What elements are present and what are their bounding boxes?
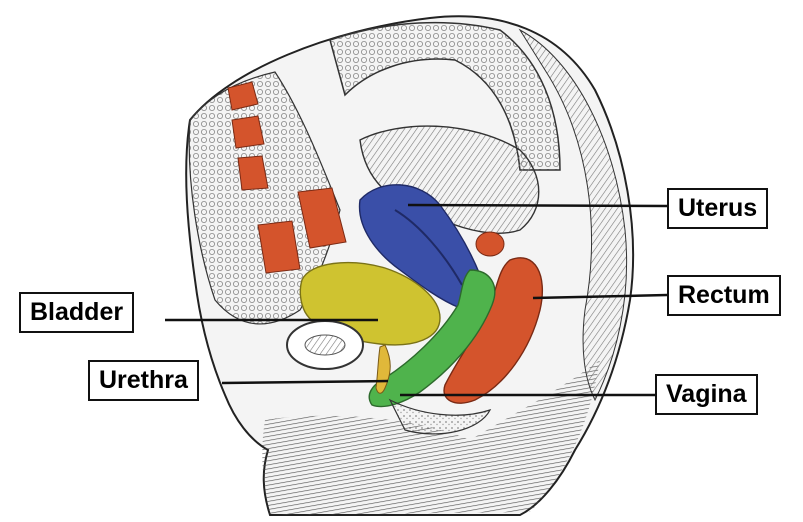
bladder-label: Bladder bbox=[19, 292, 134, 333]
vessel-cut bbox=[476, 232, 504, 256]
pubic-bone-inner bbox=[305, 335, 345, 355]
uterus-label: Uterus bbox=[667, 188, 768, 229]
rectum-label: Rectum bbox=[667, 275, 781, 316]
muscle-block-5 bbox=[258, 221, 300, 273]
muscle-block-2 bbox=[232, 116, 264, 148]
urethra-label: Urethra bbox=[88, 360, 199, 401]
vagina-label: Vagina bbox=[655, 374, 758, 415]
uterus-leader-line bbox=[408, 205, 667, 206]
